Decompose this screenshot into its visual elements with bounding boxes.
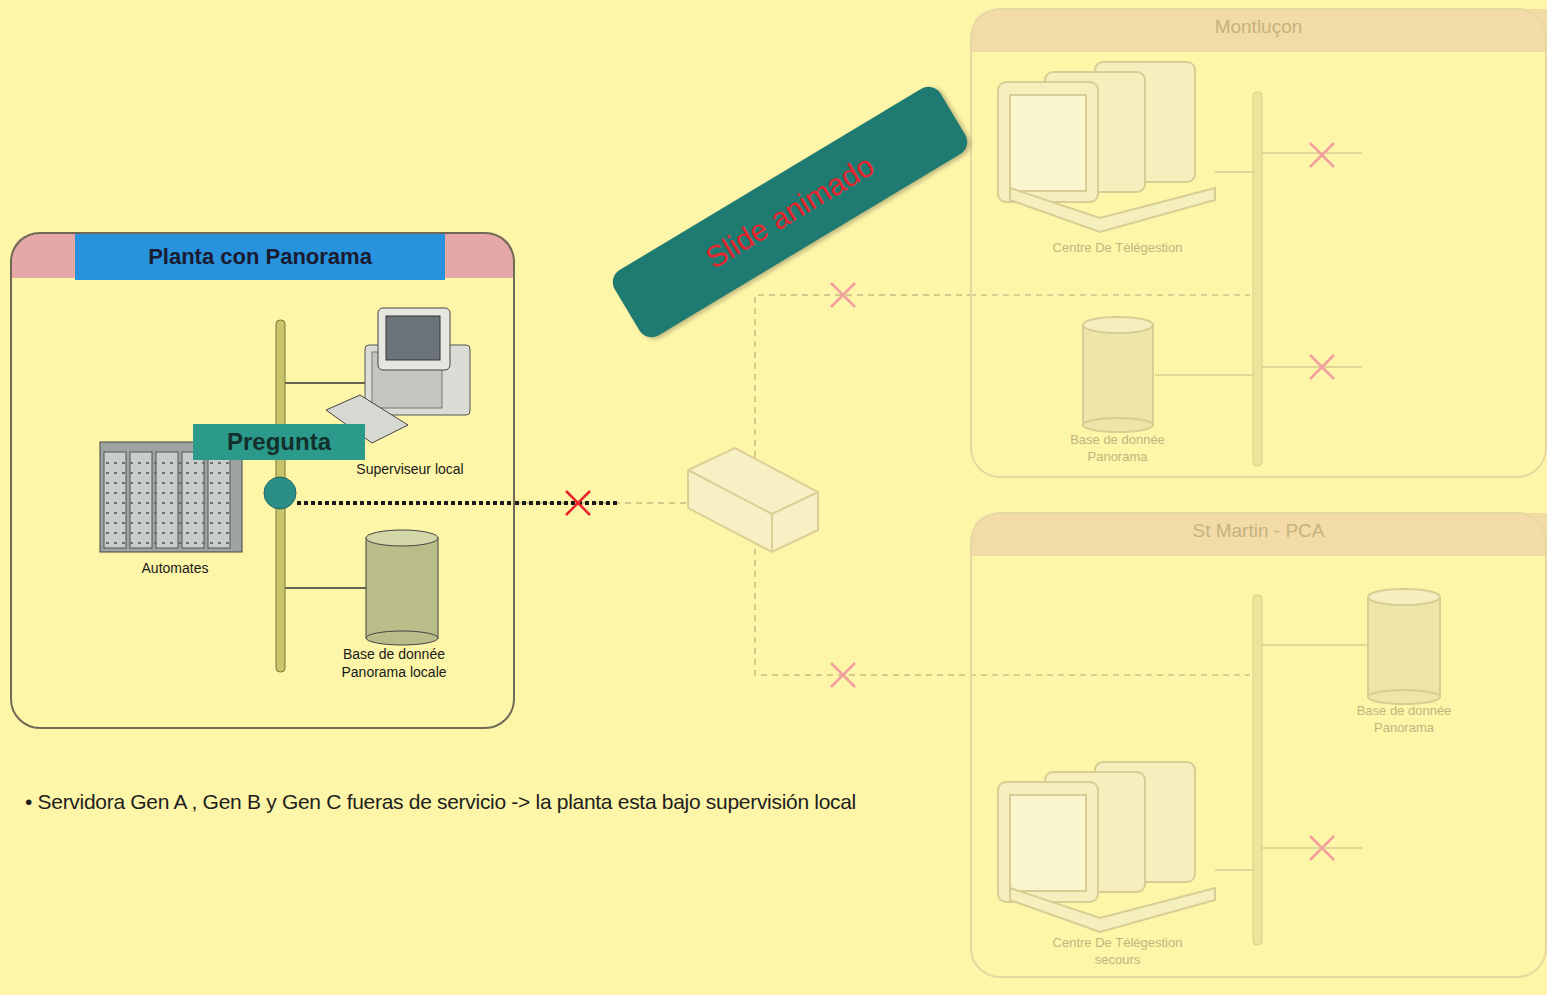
- broken-link-mark: [566, 491, 590, 515]
- label-band: Pregunta: [193, 424, 365, 460]
- banner-text: Slide animado: [700, 148, 880, 275]
- database-cylinders: [1083, 317, 1440, 704]
- equipment-label: Base de donnée Panorama: [1056, 432, 1179, 466]
- equipment-label: Base de donnée Panorama locale: [334, 645, 454, 681]
- bus-node: [264, 477, 296, 509]
- site-panel: Planta con PanoramaSuperviseur localAuto…: [10, 232, 515, 729]
- site-panel: MontluçonCentre De TélégestionBase de do…: [970, 8, 1547, 478]
- site-panel: St Martin - PCA Base de donnée PanoramaCe…: [970, 512, 1547, 978]
- equipment-label: Centre De Télégestion: [991, 240, 1244, 257]
- panel-title: St Martin - PCA: [972, 520, 1545, 542]
- callout-banner: Slide animado: [608, 82, 973, 343]
- slide-note: • Servidora Gen A , Gen B y Gen C fueras…: [25, 790, 856, 814]
- band-text: Pregunta: [227, 428, 331, 456]
- equipment-node: Base de donnée Panorama: [1056, 315, 1179, 470]
- equipment-node: Centre De Télégestion: [991, 58, 1244, 261]
- equipment-label: Base de donnée Panorama: [1336, 703, 1472, 737]
- equipment-label: Automates: [86, 559, 264, 577]
- workstation-icons: [998, 62, 1215, 932]
- equipment-node: Centre De Télégestion secours: [990, 755, 1245, 973]
- equipment-label: Superviseur local: [316, 460, 504, 478]
- computer-icon: [326, 308, 470, 443]
- router-icon: [688, 448, 818, 552]
- network-bus: [1253, 595, 1262, 945]
- header-band: [971, 513, 1547, 556]
- database-cylinder: [366, 530, 438, 645]
- equipment-node: Base de donnée Panorama: [1336, 585, 1472, 741]
- header-band: [971, 9, 1547, 52]
- network-bus: [1253, 92, 1262, 466]
- panel-title: Planta con Panorama: [75, 234, 445, 280]
- equipment-node: Base de donnée Panorama locale: [334, 525, 462, 685]
- equipment-label: Centre De Télégestion secours: [1033, 935, 1203, 969]
- panel-title: Montluçon: [972, 16, 1545, 38]
